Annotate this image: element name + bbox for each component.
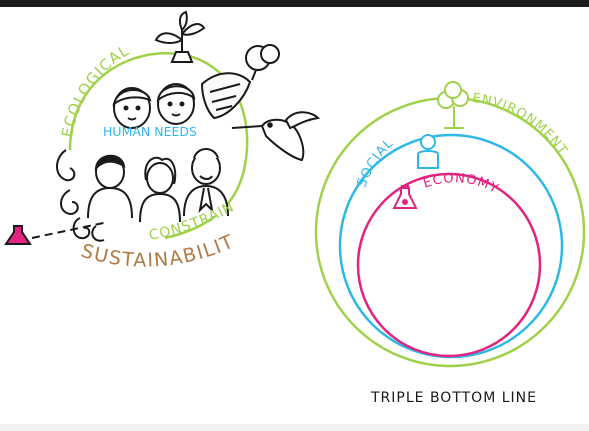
bird-icon xyxy=(231,111,321,162)
swirl-icon xyxy=(56,149,105,242)
economy-label: ECONOMY xyxy=(421,171,501,197)
person-icon xyxy=(417,134,439,169)
flask-icon xyxy=(4,225,32,245)
human-needs-label: HUMAN NEEDS xyxy=(103,124,197,139)
bottom-frame-bar xyxy=(0,424,589,431)
triple-bottom-line-diagram: ENVIRONMENT SOCIAL ECONOMY TRIPLE BOTTOM… xyxy=(314,81,586,406)
sustainability-diagram: ECOLOGICAL HUMAN NEEDS CONSTRAINTS SUSTA… xyxy=(0,0,321,272)
economy-flask-icon xyxy=(392,185,418,209)
environment-label: ENVIRONMENT xyxy=(471,91,570,158)
people-group-icon xyxy=(87,83,229,223)
dashed-connector xyxy=(31,221,109,239)
plant-icon xyxy=(154,10,206,63)
top-frame-bar xyxy=(0,0,589,7)
tree-icon xyxy=(437,81,469,129)
economy-circle xyxy=(356,172,542,358)
triple-bottom-line-caption: TRIPLE BOTTOM LINE xyxy=(370,390,537,406)
social-label: SOCIAL xyxy=(355,136,397,190)
crop-icon xyxy=(200,44,280,120)
